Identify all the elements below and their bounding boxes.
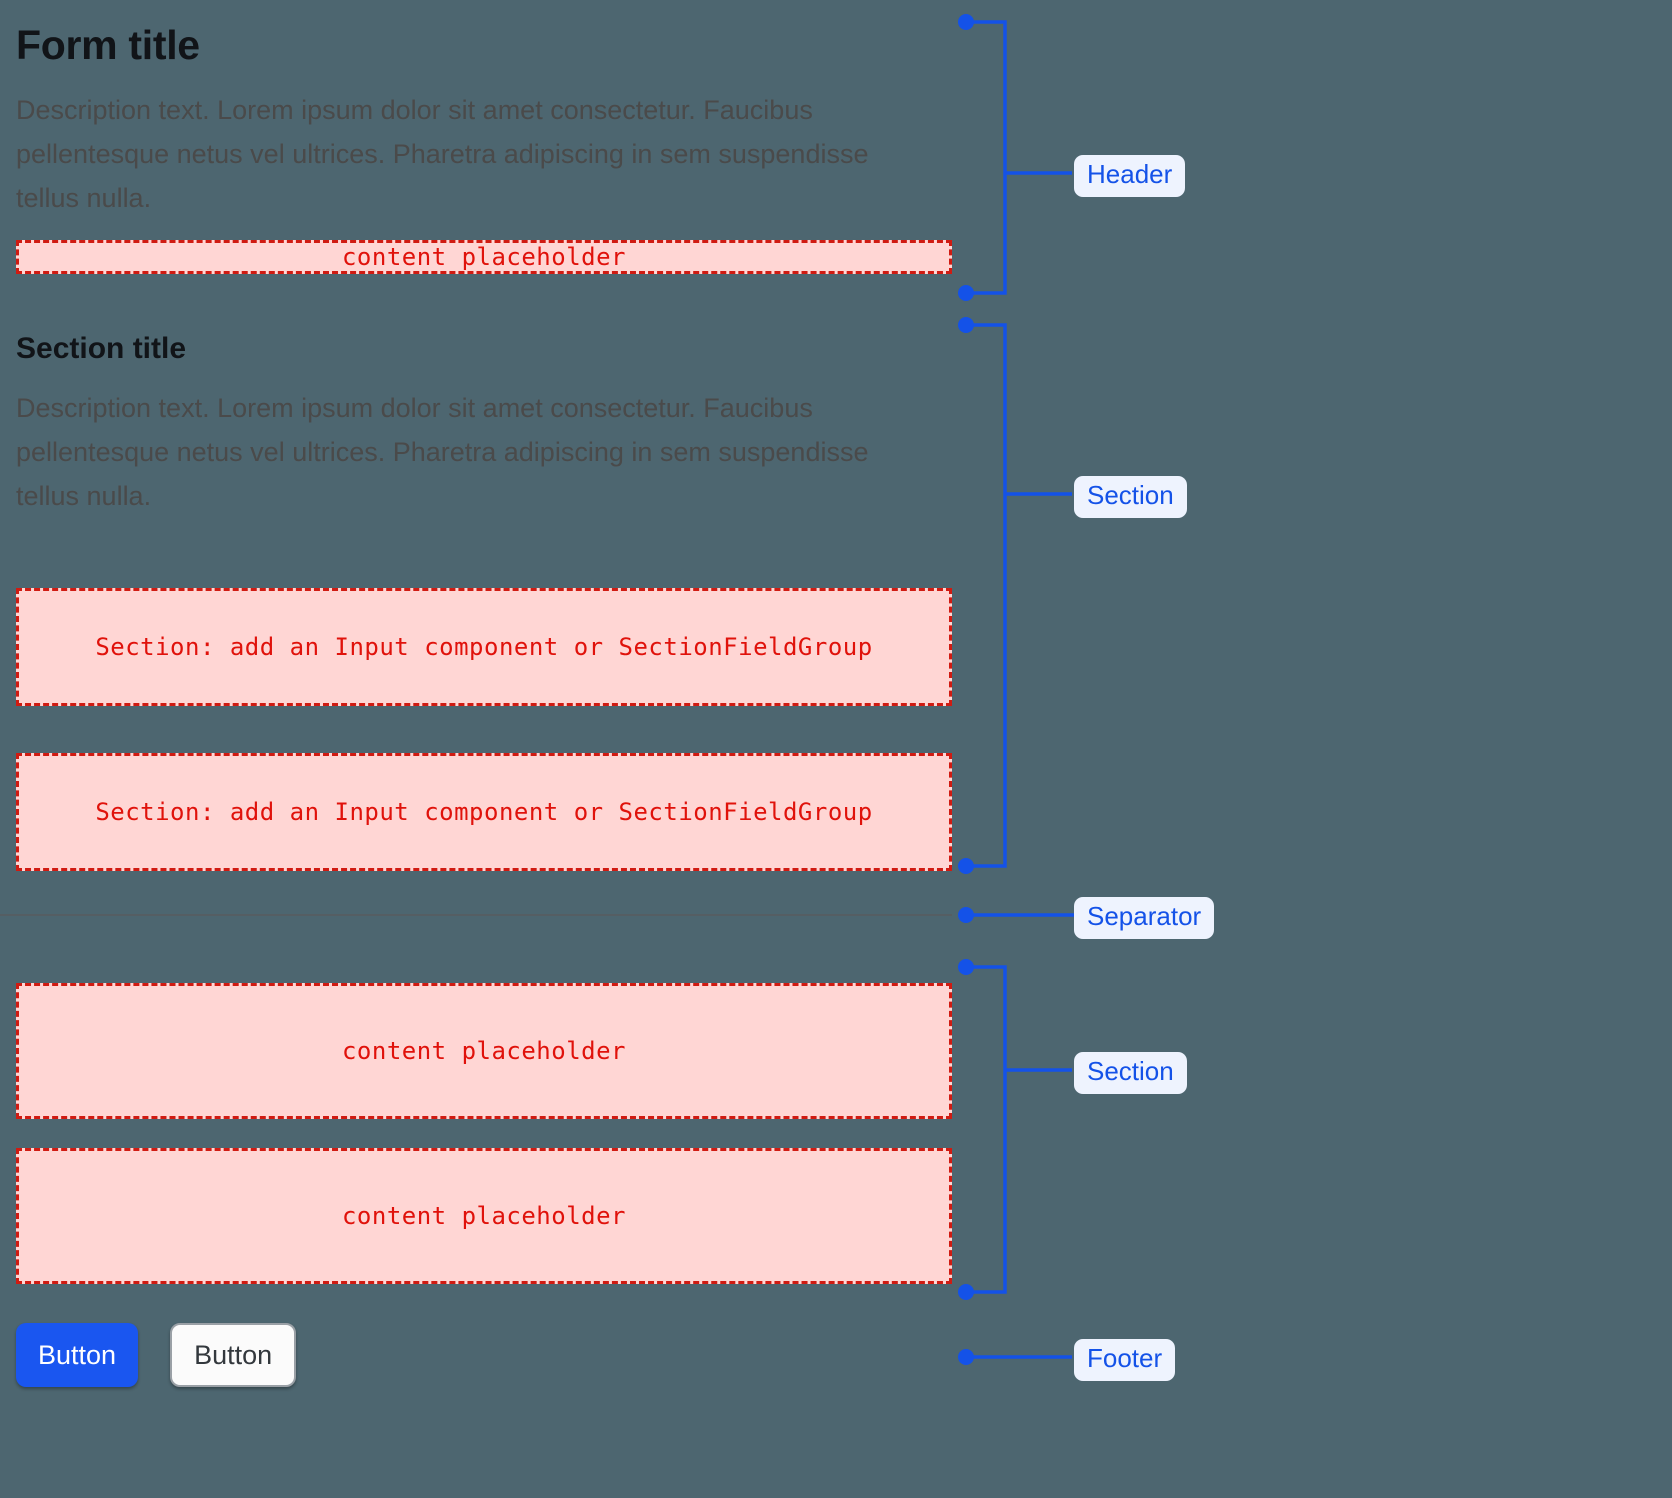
section-bottom-bracket (966, 965, 1007, 1294)
annotation-badge-header[interactable]: Header (1074, 155, 1186, 197)
anchor-dot-section-bottom-start (958, 959, 974, 975)
form-title: Form title (16, 22, 200, 68)
anchor-dot-section-bottom-end (958, 1284, 974, 1300)
section-top-bracket (966, 323, 1007, 868)
anchor-dot-header-bottom (958, 285, 974, 301)
section-field-placeholder-2[interactable]: Section: add an Input component or Secti… (16, 752, 952, 871)
anchor-dot-section-top-start (958, 317, 974, 333)
header-content-placeholder[interactable]: content placeholder (16, 240, 952, 275)
anchor-dot-header-top (958, 14, 974, 30)
anchor-dot-footer (958, 1349, 974, 1365)
form-section-bottom: content placeholder content placeholder (16, 982, 952, 1284)
secondary-button[interactable]: Button (170, 1323, 297, 1387)
section-field-placeholder-1[interactable]: Section: add an Input component or Secti… (16, 587, 952, 706)
section-description: Description text. Lorem ipsum dolor sit … (16, 393, 869, 511)
primary-button[interactable]: Button (16, 1323, 139, 1387)
anchor-dot-section-top-end (958, 858, 974, 874)
form-container: Form title Description text. Lorem ipsum… (16, 0, 952, 1284)
form-separator (0, 914, 952, 916)
form-section-top: Section title Description text. Lorem ip… (16, 331, 952, 871)
header-bracket (966, 20, 1007, 295)
annotation-badge-section-top[interactable]: Section (1074, 476, 1187, 518)
form-header-description: Description text. Lorem ipsum dolor sit … (16, 95, 869, 213)
annotation-badge-section-bottom[interactable]: Section (1074, 1052, 1187, 1094)
annotation-badge-footer[interactable]: Footer (1074, 1339, 1176, 1381)
annotation-badge-separator[interactable]: Separator (1074, 897, 1215, 939)
section-content-placeholder-1[interactable]: content placeholder (16, 982, 952, 1119)
annotation-anchor-dots (958, 14, 974, 1365)
form-footer: Button Button (16, 1323, 297, 1387)
anchor-dot-separator (958, 907, 974, 923)
section-title: Section title (16, 332, 187, 366)
form-header: Form title Description text. Lorem ipsum… (16, 22, 952, 275)
section-content-placeholder-2[interactable]: content placeholder (16, 1147, 952, 1284)
